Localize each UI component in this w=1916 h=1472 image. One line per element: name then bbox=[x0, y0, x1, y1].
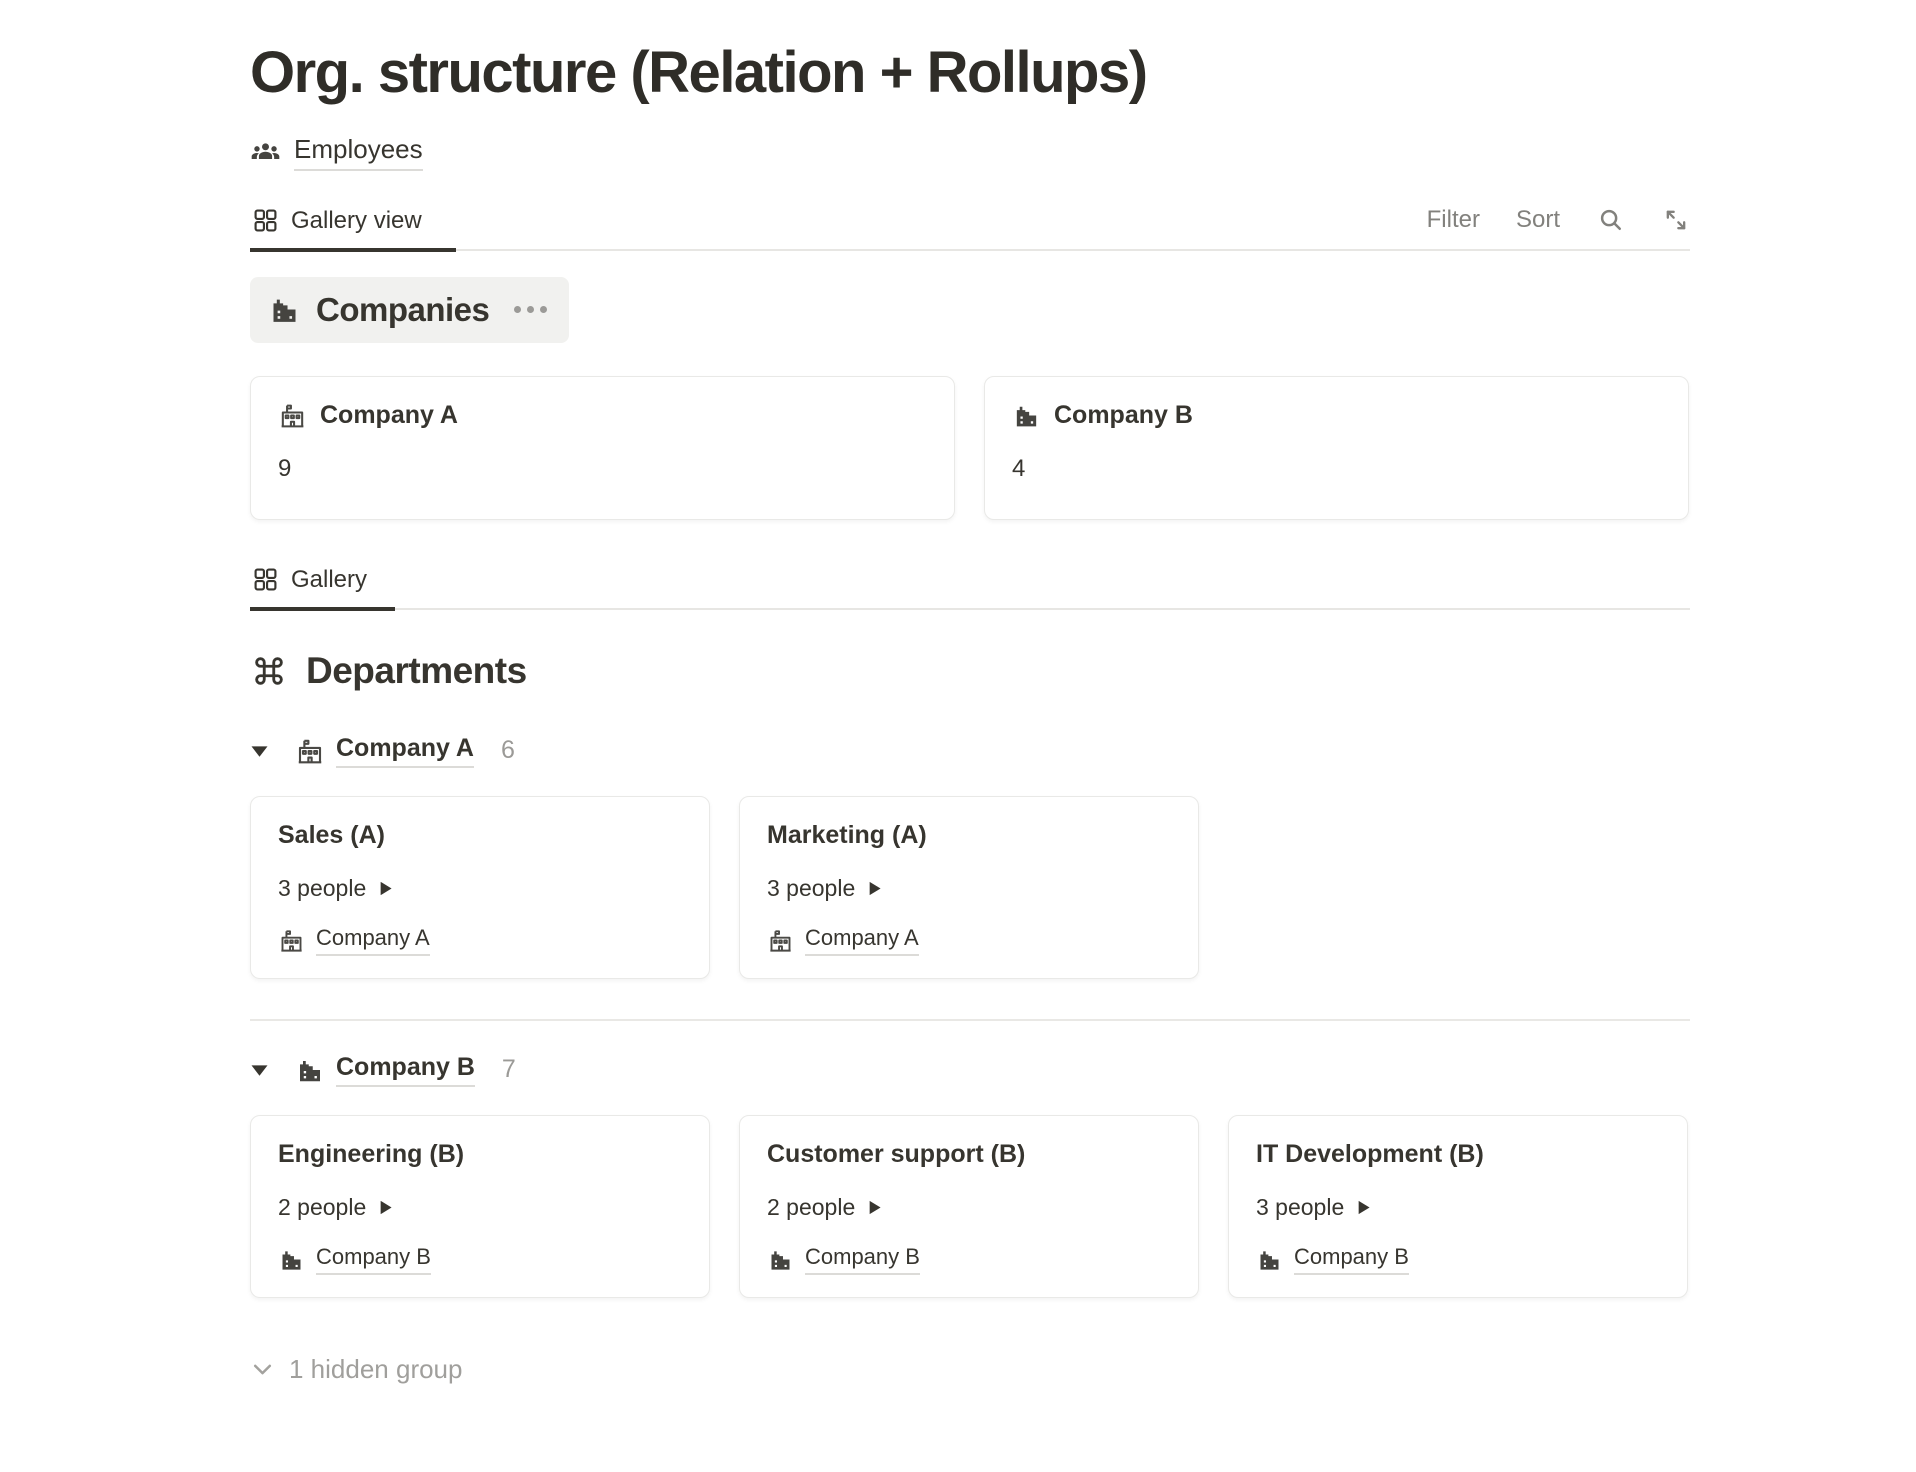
engineering-b-company-link[interactable]: Company B bbox=[316, 1244, 431, 1275]
company-a-rollup-count: 9 bbox=[278, 454, 292, 482]
expand-people-triangle-icon[interactable] bbox=[1356, 1199, 1371, 1216]
group-company-b-count: 7 bbox=[501, 1055, 516, 1084]
customer-support-b-company-link[interactable]: Company B bbox=[805, 1244, 920, 1275]
hidden-group-label: 1 hidden group bbox=[289, 1353, 463, 1384]
it-development-b-people-count: 3 people bbox=[1256, 1193, 1345, 1220]
command-icon bbox=[250, 652, 288, 690]
employees-link[interactable]: Employees bbox=[250, 134, 1690, 171]
school-building-icon bbox=[278, 927, 305, 954]
group-company-a-count: 6 bbox=[500, 736, 515, 765]
school-building-icon bbox=[767, 927, 794, 954]
companies-group-header[interactable]: Companies bbox=[250, 276, 570, 343]
customer-support-b-people-count: 2 people bbox=[767, 1193, 856, 1220]
filter-button[interactable]: Filter bbox=[1426, 205, 1480, 233]
city-buildings-icon bbox=[767, 1246, 794, 1273]
toggle-triangle-icon[interactable] bbox=[250, 743, 269, 759]
expand-people-triangle-icon[interactable] bbox=[378, 1199, 393, 1216]
page-content: Org. structure (Relation + Rollups) Empl… bbox=[250, 0, 1690, 1385]
group-company-a-cards: Sales (A) 3 people Company A bbox=[250, 795, 1690, 979]
customer-support-b-card[interactable]: Customer support (B) 2 people Company B bbox=[739, 1114, 1199, 1298]
company-a-card[interactable]: Company A 9 bbox=[250, 375, 955, 520]
city-buildings-icon bbox=[278, 1246, 305, 1273]
company-b-rollup-count: 4 bbox=[1012, 454, 1026, 482]
it-development-b-company-link[interactable]: Company B bbox=[1294, 1244, 1409, 1275]
company-b-card-title: Company B bbox=[1054, 400, 1193, 429]
grid-icon bbox=[252, 207, 279, 234]
group-header-company-a: Company A 6 bbox=[250, 734, 1690, 768]
group-company-a-link[interactable]: Company A bbox=[336, 734, 474, 768]
tab-gallery-label: Gallery bbox=[291, 565, 368, 593]
grid-icon bbox=[252, 566, 279, 593]
school-building-icon bbox=[295, 736, 325, 766]
customer-support-b-card-title: Customer support (B) bbox=[767, 1139, 1026, 1168]
tab-gallery-view-label: Gallery view bbox=[291, 206, 422, 234]
sales-a-card-title: Sales (A) bbox=[278, 820, 385, 849]
engineering-b-card[interactable]: Engineering (B) 2 people Company B bbox=[250, 1114, 710, 1298]
expand-people-triangle-icon[interactable] bbox=[867, 1199, 882, 1216]
marketing-a-card[interactable]: Marketing (A) 3 people Company A bbox=[739, 795, 1199, 979]
engineering-b-card-title: Engineering (B) bbox=[278, 1139, 465, 1168]
city-buildings-icon bbox=[1256, 1246, 1283, 1273]
marketing-a-company-link[interactable]: Company A bbox=[805, 925, 919, 956]
page-title: Org. structure (Relation + Rollups) bbox=[250, 40, 1148, 105]
tab-gallery[interactable]: Gallery bbox=[250, 565, 396, 611]
sales-a-people-count: 3 people bbox=[278, 874, 367, 901]
chevron-down-icon bbox=[250, 1357, 275, 1382]
hidden-group-toggle[interactable]: 1 hidden group bbox=[250, 1354, 1690, 1385]
group-company-b-cards: Engineering (B) 2 people Company B Custo… bbox=[250, 1114, 1690, 1298]
companies-cards-row: Company A 9 Company B 4 bbox=[250, 375, 1690, 520]
sort-button[interactable]: Sort bbox=[1515, 205, 1560, 233]
ellipsis-icon[interactable] bbox=[514, 306, 548, 314]
departments-header-label: Departments bbox=[306, 649, 527, 691]
group-divider bbox=[250, 1018, 1690, 1021]
sales-a-card[interactable]: Sales (A) 3 people Company A bbox=[250, 795, 710, 979]
view-toolbar: Filter Sort bbox=[1427, 205, 1690, 249]
company-a-card-title: Company A bbox=[320, 400, 458, 429]
toggle-triangle-icon[interactable] bbox=[250, 1062, 269, 1078]
it-development-b-card-title: IT Development (B) bbox=[1256, 1139, 1484, 1168]
city-buildings-icon bbox=[268, 293, 301, 326]
departments-header: Departments bbox=[250, 650, 1690, 692]
marketing-a-card-title: Marketing (A) bbox=[767, 820, 927, 849]
city-buildings-icon bbox=[295, 1055, 325, 1085]
search-icon[interactable] bbox=[1596, 205, 1626, 235]
company-b-card[interactable]: Company B 4 bbox=[984, 375, 1689, 520]
tab-gallery-view[interactable]: Gallery view bbox=[250, 207, 456, 252]
departments-tabbar: Gallery bbox=[250, 565, 1690, 611]
employees-link-label: Employees bbox=[294, 134, 423, 171]
view-tabbar: Gallery view Filter Sort bbox=[250, 205, 1690, 252]
sales-a-company-link[interactable]: Company A bbox=[316, 925, 430, 956]
it-development-b-card[interactable]: IT Development (B) 3 people Company B bbox=[1228, 1114, 1688, 1298]
companies-header-label: Companies bbox=[316, 290, 490, 328]
marketing-a-people-count: 3 people bbox=[767, 874, 856, 901]
group-company-b-link[interactable]: Company B bbox=[336, 1053, 475, 1087]
engineering-b-people-count: 2 people bbox=[278, 1193, 367, 1220]
group-header-company-b: Company B 7 bbox=[250, 1053, 1690, 1087]
city-buildings-icon bbox=[1012, 401, 1041, 430]
expand-icon[interactable] bbox=[1662, 206, 1690, 234]
expand-people-triangle-icon[interactable] bbox=[378, 880, 393, 897]
people-icon bbox=[250, 137, 281, 168]
school-building-icon bbox=[278, 401, 307, 430]
expand-people-triangle-icon[interactable] bbox=[867, 880, 882, 897]
